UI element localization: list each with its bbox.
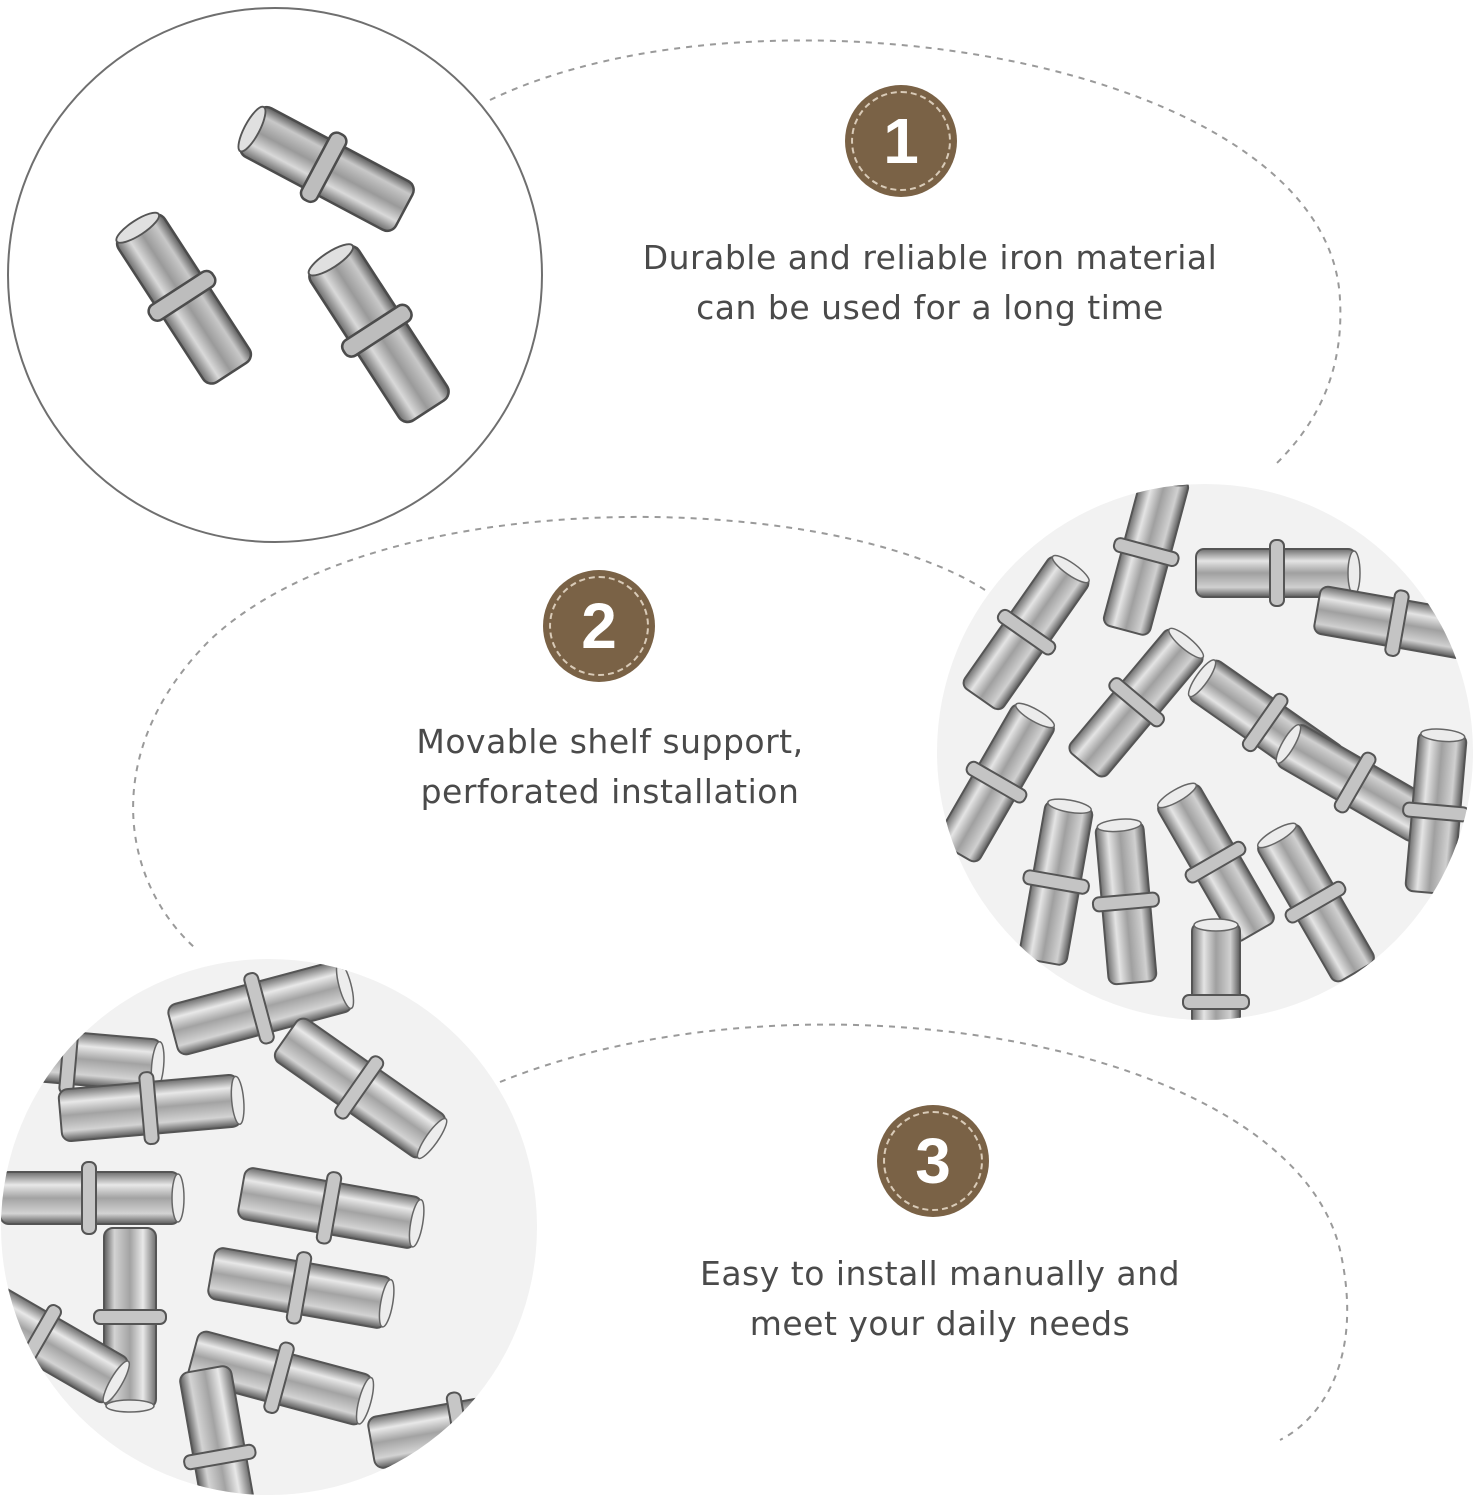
pin-image-2: [937, 484, 1473, 1020]
dashed-path-2: [132, 515, 986, 949]
step-badge-2: 2: [543, 570, 655, 682]
photo-pile-of-pins: [936, 483, 1474, 1021]
step-number-1: 1: [883, 105, 919, 177]
step-badge-3: 3: [877, 1105, 989, 1217]
feature-caption-3: Easy to install manually and meet your d…: [699, 1254, 1181, 1343]
feature-caption-1: Durable and reliable iron material can b…: [642, 238, 1218, 327]
pin-image-1: [100, 91, 463, 433]
photo-many-pins: [0, 958, 538, 1496]
step-number-2: 2: [581, 590, 617, 662]
pin-image-3: [1, 959, 537, 1495]
photo-three-pins: [7, 7, 543, 543]
step-badge-1: 1: [845, 85, 957, 197]
feature-caption-2: Movable shelf support, perforated instal…: [416, 722, 804, 811]
step-number-3: 3: [915, 1125, 951, 1197]
dashed-path-3: [499, 1023, 1349, 1441]
